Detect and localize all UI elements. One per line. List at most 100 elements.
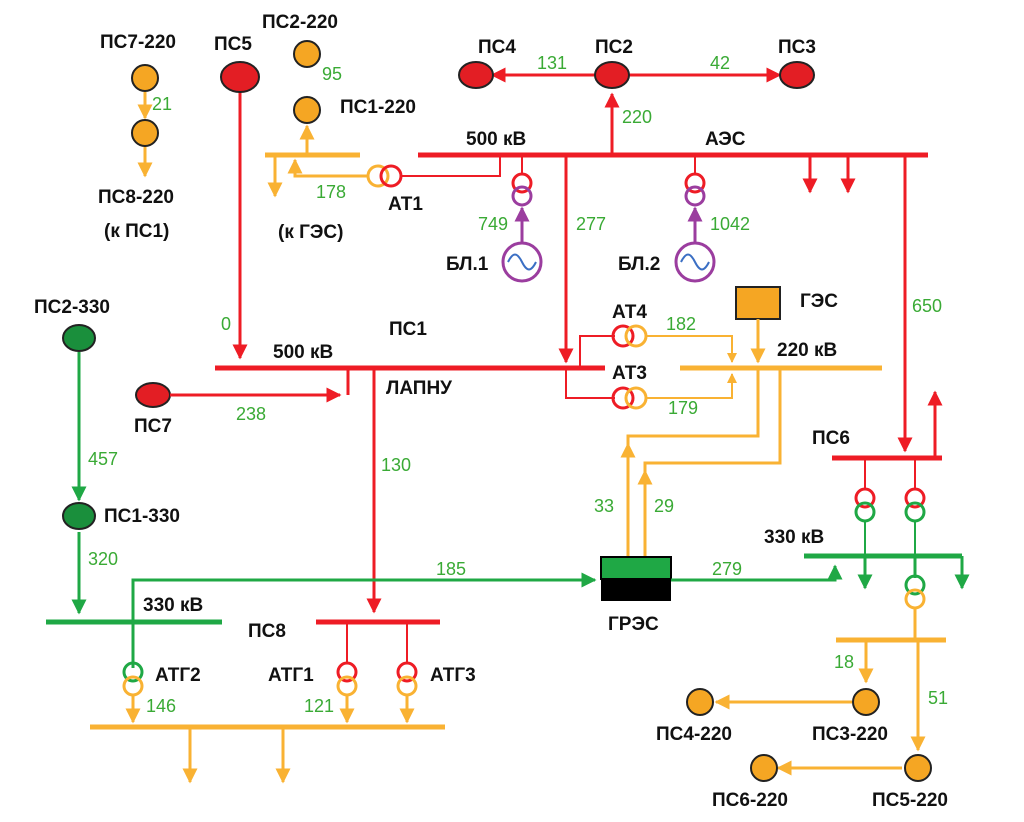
node-ps2-330[interactable] <box>62 324 96 352</box>
transformer-ps6-1[interactable] <box>854 487 876 523</box>
label-bl2: БЛ.2 <box>618 254 660 275</box>
flow-0: 0 <box>221 314 231 334</box>
flow-146: 146 <box>146 696 176 716</box>
label-atg1: АТГ1 <box>268 665 314 686</box>
label-at1: АТ1 <box>388 194 423 215</box>
node-ps1-330[interactable] <box>62 502 96 530</box>
flow-749: 749 <box>478 214 508 234</box>
node-ps3-220[interactable] <box>852 688 880 716</box>
transformer-ps6-3[interactable] <box>904 574 926 610</box>
flow-457: 457 <box>88 449 118 469</box>
label-ps6: ПС6 <box>812 428 850 449</box>
label-atg2: АТГ2 <box>155 665 201 686</box>
node-ps2-220[interactable] <box>293 40 321 68</box>
label-at3: АТ3 <box>612 363 647 384</box>
node-ps7-220[interactable] <box>131 64 159 92</box>
label-ps2-220: ПС2-220 <box>262 12 338 33</box>
label-ps5-220: ПС5-220 <box>872 790 948 811</box>
flow-1042: 1042 <box>710 214 750 234</box>
transformer-bl2[interactable] <box>684 172 706 207</box>
line-at1-aes <box>400 155 501 177</box>
flow-121: 121 <box>304 696 334 716</box>
node-ps2[interactable] <box>594 61 630 89</box>
label-atg3: АТГ3 <box>430 665 476 686</box>
node-ps6-220[interactable] <box>750 754 778 782</box>
label-ges: ГЭС <box>800 291 838 312</box>
label-ps5: ПС5 <box>214 34 252 55</box>
flow-21: 21 <box>152 94 172 114</box>
label-kv500-ps1: 500 кВ <box>273 342 333 363</box>
flow-29: 29 <box>654 496 674 516</box>
transformer-at1[interactable] <box>366 164 403 188</box>
flow-179: 179 <box>668 398 698 418</box>
station-gres[interactable] <box>600 556 672 601</box>
transformer-atg3[interactable] <box>396 661 418 697</box>
generator-bl1[interactable] <box>501 241 543 283</box>
flow-18: 18 <box>834 652 854 672</box>
label-ps4-220: ПС4-220 <box>656 724 732 745</box>
label-kv330-left: 330 кВ <box>143 595 203 616</box>
label-kv220: 220 кВ <box>777 340 837 361</box>
label-ps7: ПС7 <box>134 416 172 437</box>
node-ps4-220[interactable] <box>686 688 714 716</box>
ps7-links <box>170 368 382 614</box>
station-ges[interactable] <box>735 286 781 320</box>
flow-185: 185 <box>436 559 466 579</box>
label-gres: ГРЭС <box>608 614 659 635</box>
node-ps5-220[interactable] <box>904 754 932 782</box>
label-bl1: БЛ.1 <box>446 254 489 275</box>
flow-650: 650 <box>912 296 942 316</box>
ps8-tr-lines <box>346 622 408 664</box>
ps6-tr-lines <box>864 458 916 556</box>
line-330-gres <box>131 572 597 668</box>
node-ps4[interactable] <box>458 61 494 89</box>
node-ps5[interactable] <box>220 61 260 93</box>
ges-links <box>626 319 782 556</box>
node-ps3[interactable] <box>779 61 815 89</box>
flow-238: 238 <box>236 404 266 424</box>
label-kv500-aes: 500 кВ <box>466 129 526 150</box>
flow-277: 277 <box>576 214 606 234</box>
label-ps3-220: ПС3-220 <box>812 724 888 745</box>
label-k-ps1: (к ПС1) <box>104 221 169 242</box>
label-ps1: ПС1 <box>389 319 427 340</box>
transformer-ps6-2[interactable] <box>904 487 926 523</box>
node-ps8-220-upper[interactable] <box>131 119 159 147</box>
flow-95: 95 <box>322 64 342 84</box>
node-ps7[interactable] <box>135 382 171 408</box>
ps2-links <box>490 67 913 453</box>
label-ps1-330: ПС1-330 <box>104 506 180 527</box>
label-lapnu: ЛАПНУ <box>386 378 452 399</box>
label-k-ges: (к ГЭС) <box>278 222 343 243</box>
label-ps1-220: ПС1-220 <box>340 97 416 118</box>
label-ps4: ПС4 <box>478 37 516 58</box>
flow-51: 51 <box>928 688 948 708</box>
transformer-atg1[interactable] <box>336 661 358 697</box>
flow-182: 182 <box>666 314 696 334</box>
flow-42: 42 <box>710 53 730 73</box>
flow-131: 131 <box>537 53 567 73</box>
bottom-right-links <box>714 608 926 776</box>
generator-bl2[interactable] <box>674 241 716 283</box>
label-at4: АТ4 <box>612 302 647 323</box>
label-ps7-220: ПС7-220 <box>100 32 176 53</box>
bottom-left-links <box>125 695 415 784</box>
line-gres-ps6 <box>671 564 843 582</box>
flow-33: 33 <box>594 496 614 516</box>
ps6-330-out <box>857 556 970 590</box>
node-ps1-220[interactable] <box>293 96 321 124</box>
label-aes: АЭС <box>705 129 746 150</box>
label-ps2: ПС2 <box>595 37 633 58</box>
flow-178: 178 <box>316 182 346 202</box>
label-ps2-330: ПС2-330 <box>34 297 110 318</box>
transformer-bl1[interactable] <box>511 172 533 207</box>
flow-130: 130 <box>381 455 411 475</box>
transformer-at3[interactable] <box>611 386 648 410</box>
label-ps8-220: ПС8-220 <box>98 187 174 208</box>
at-links-red <box>565 335 615 399</box>
flow-279: 279 <box>712 559 742 579</box>
transformer-at4[interactable] <box>611 324 648 348</box>
label-kv330-ps6: 330 кВ <box>764 527 824 548</box>
label-ps8: ПС8 <box>248 621 286 642</box>
